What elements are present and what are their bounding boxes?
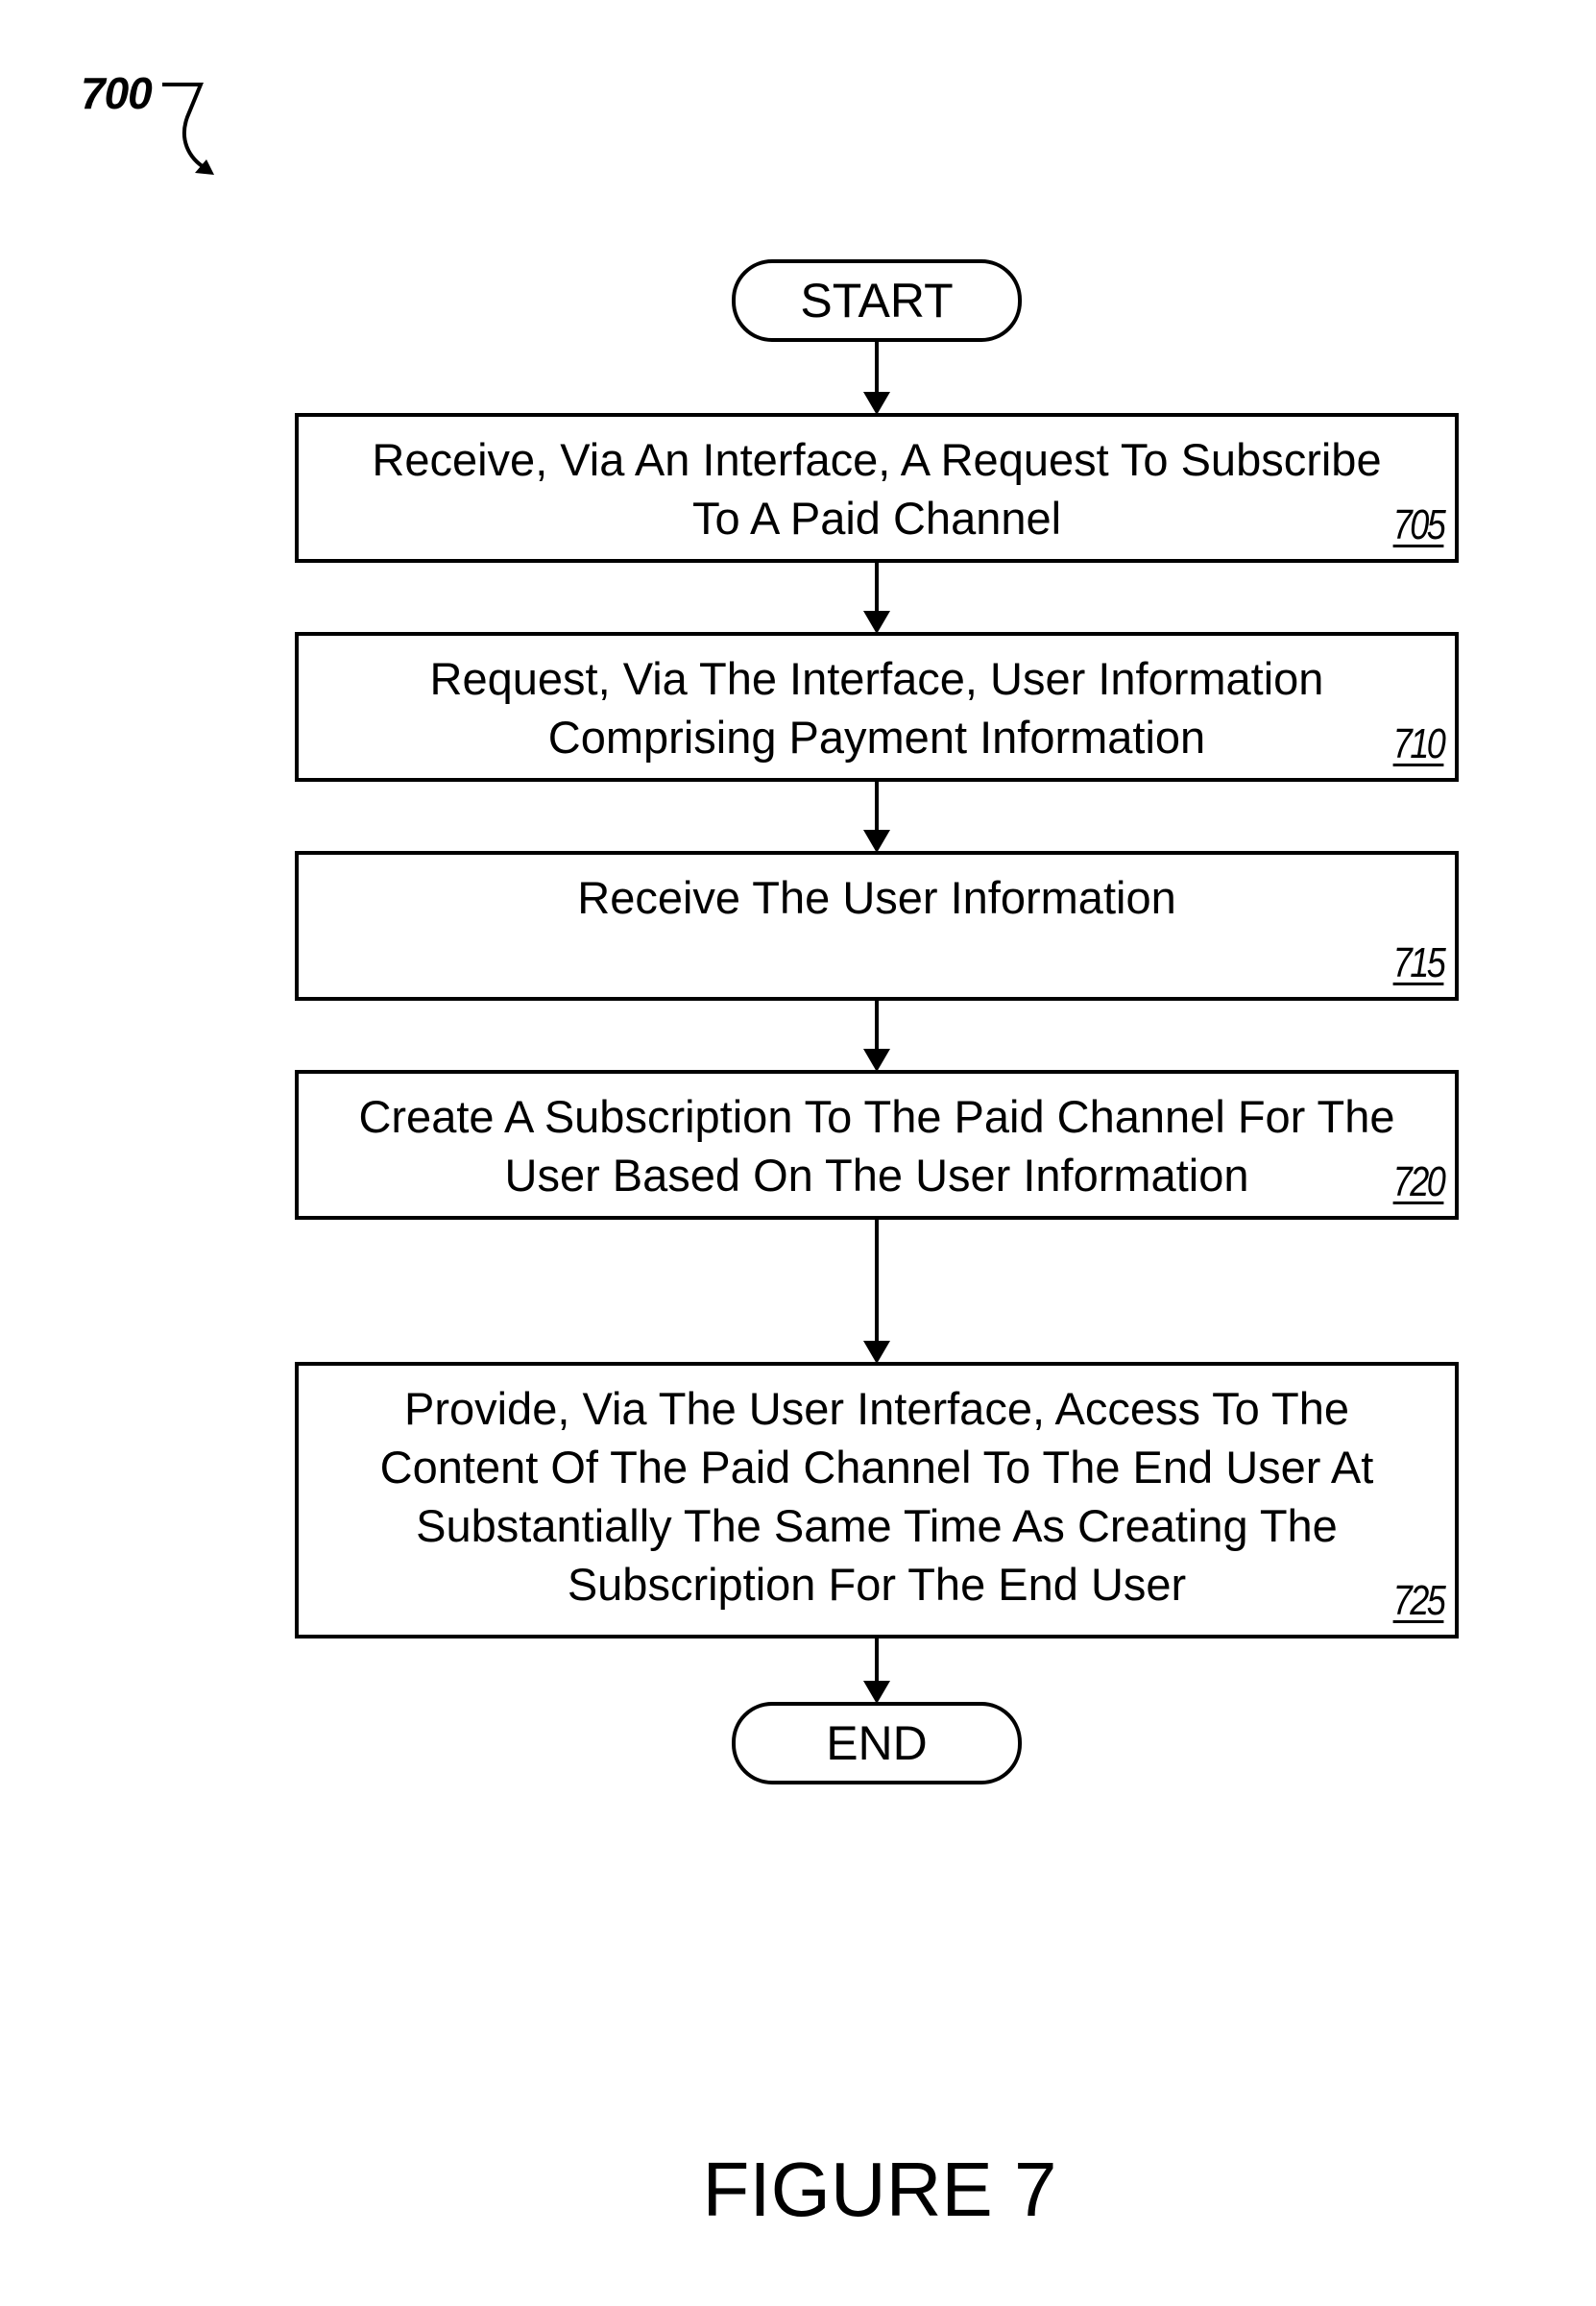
- step-725-text: Provide, Via The User Interface, Access …: [312, 1379, 1441, 1614]
- step-725-number: 725: [1392, 1577, 1443, 1625]
- step-720-text: Create A Subscription To The Paid Channe…: [312, 1087, 1441, 1204]
- step-720-box: Create A Subscription To The Paid Channe…: [295, 1070, 1459, 1220]
- step-710-text: Request, Via The Interface, User Informa…: [312, 649, 1441, 766]
- figure-caption: FIGURE 7: [0, 2151, 1596, 2228]
- end-terminal: END: [732, 1702, 1022, 1784]
- step-720-number: 720: [1392, 1158, 1443, 1206]
- step-715-box: Receive The User Information 715: [295, 851, 1459, 1001]
- step-705-box: Receive, Via An Interface, A Request To …: [295, 413, 1459, 563]
- step-715-number: 715: [1392, 939, 1443, 987]
- start-label: START: [800, 277, 953, 325]
- step-715-text: Receive The User Information: [312, 868, 1441, 927]
- end-label: END: [826, 1719, 928, 1767]
- step-710-number: 710: [1392, 720, 1443, 768]
- step-710-box: Request, Via The Interface, User Informa…: [295, 632, 1459, 782]
- step-705-number: 705: [1392, 501, 1443, 549]
- step-705-text: Receive, Via An Interface, A Request To …: [312, 430, 1441, 547]
- step-725-box: Provide, Via The User Interface, Access …: [295, 1362, 1459, 1638]
- start-terminal: START: [732, 259, 1022, 342]
